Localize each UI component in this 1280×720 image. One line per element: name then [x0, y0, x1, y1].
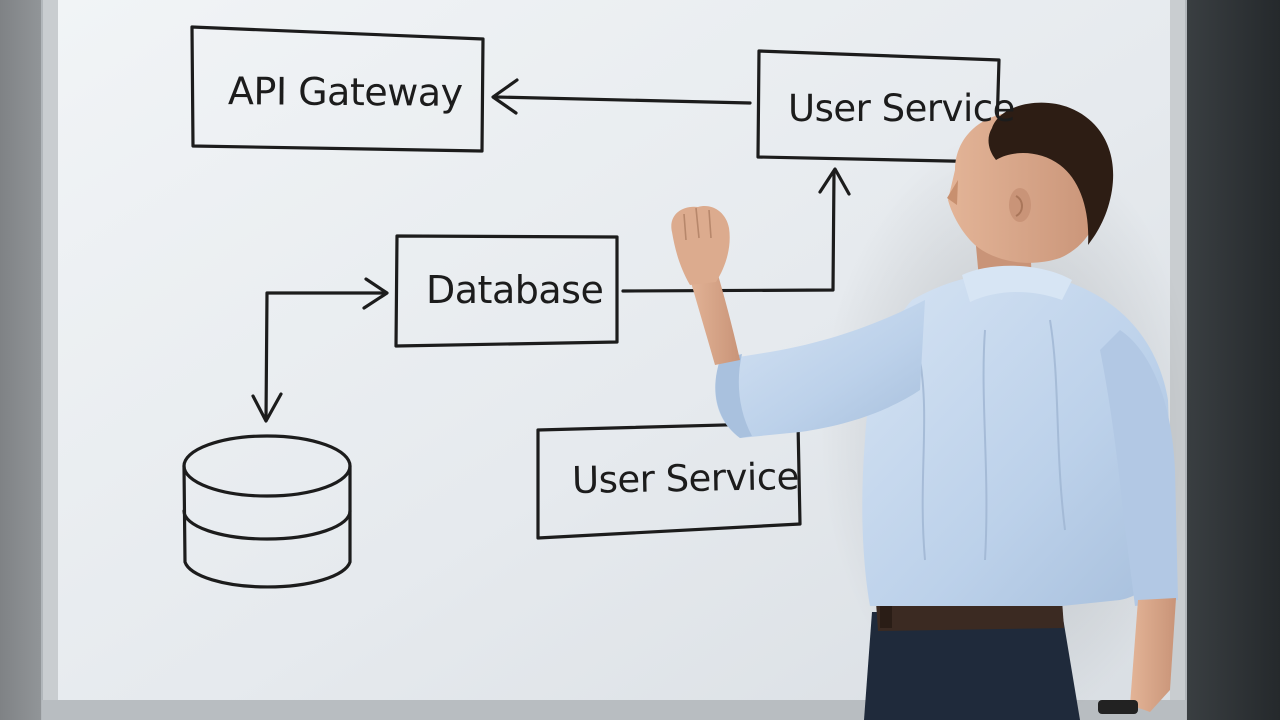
- arrow-head-database: [362, 277, 389, 310]
- trousers: [864, 612, 1080, 720]
- database-box: [394, 234, 619, 348]
- ear: [1009, 188, 1031, 222]
- database-label: Database: [426, 268, 604, 312]
- user-service-bottom-box: [536, 421, 802, 540]
- hair: [988, 102, 1114, 245]
- writing-hand: [671, 206, 730, 285]
- left-arm-sleeve: [715, 300, 925, 438]
- arrow-head-gateway: [491, 78, 519, 115]
- api-gateway-box: [190, 25, 485, 153]
- api-gateway-label: API Gateway: [227, 69, 463, 115]
- user-service-top-label: User Service: [788, 87, 1015, 130]
- wristwatch: [1098, 700, 1138, 714]
- wall-right: [1180, 0, 1280, 720]
- belt: [876, 600, 1064, 631]
- shirt-torso: [862, 272, 1172, 606]
- right-arm-sleeve: [1100, 330, 1178, 606]
- right-forearm: [1130, 598, 1176, 712]
- arrow-user-service-to-gateway: [494, 95, 752, 105]
- shirt-collar: [962, 265, 1072, 302]
- user-service-bottom-label: User Service: [571, 455, 800, 502]
- sleeve-cuff: [715, 354, 752, 438]
- belt-buckle: [880, 604, 892, 628]
- arrow-cylinder-to-database: [264, 291, 388, 422]
- database-cylinder-icon: [182, 434, 352, 589]
- arrow-head-cylinder: [251, 392, 283, 423]
- left-forearm: [688, 268, 740, 365]
- arrow-head-user-service: [818, 167, 851, 196]
- arrow-database-to-user-service: [621, 170, 836, 293]
- presenter: [671, 102, 1200, 720]
- nose: [947, 180, 958, 205]
